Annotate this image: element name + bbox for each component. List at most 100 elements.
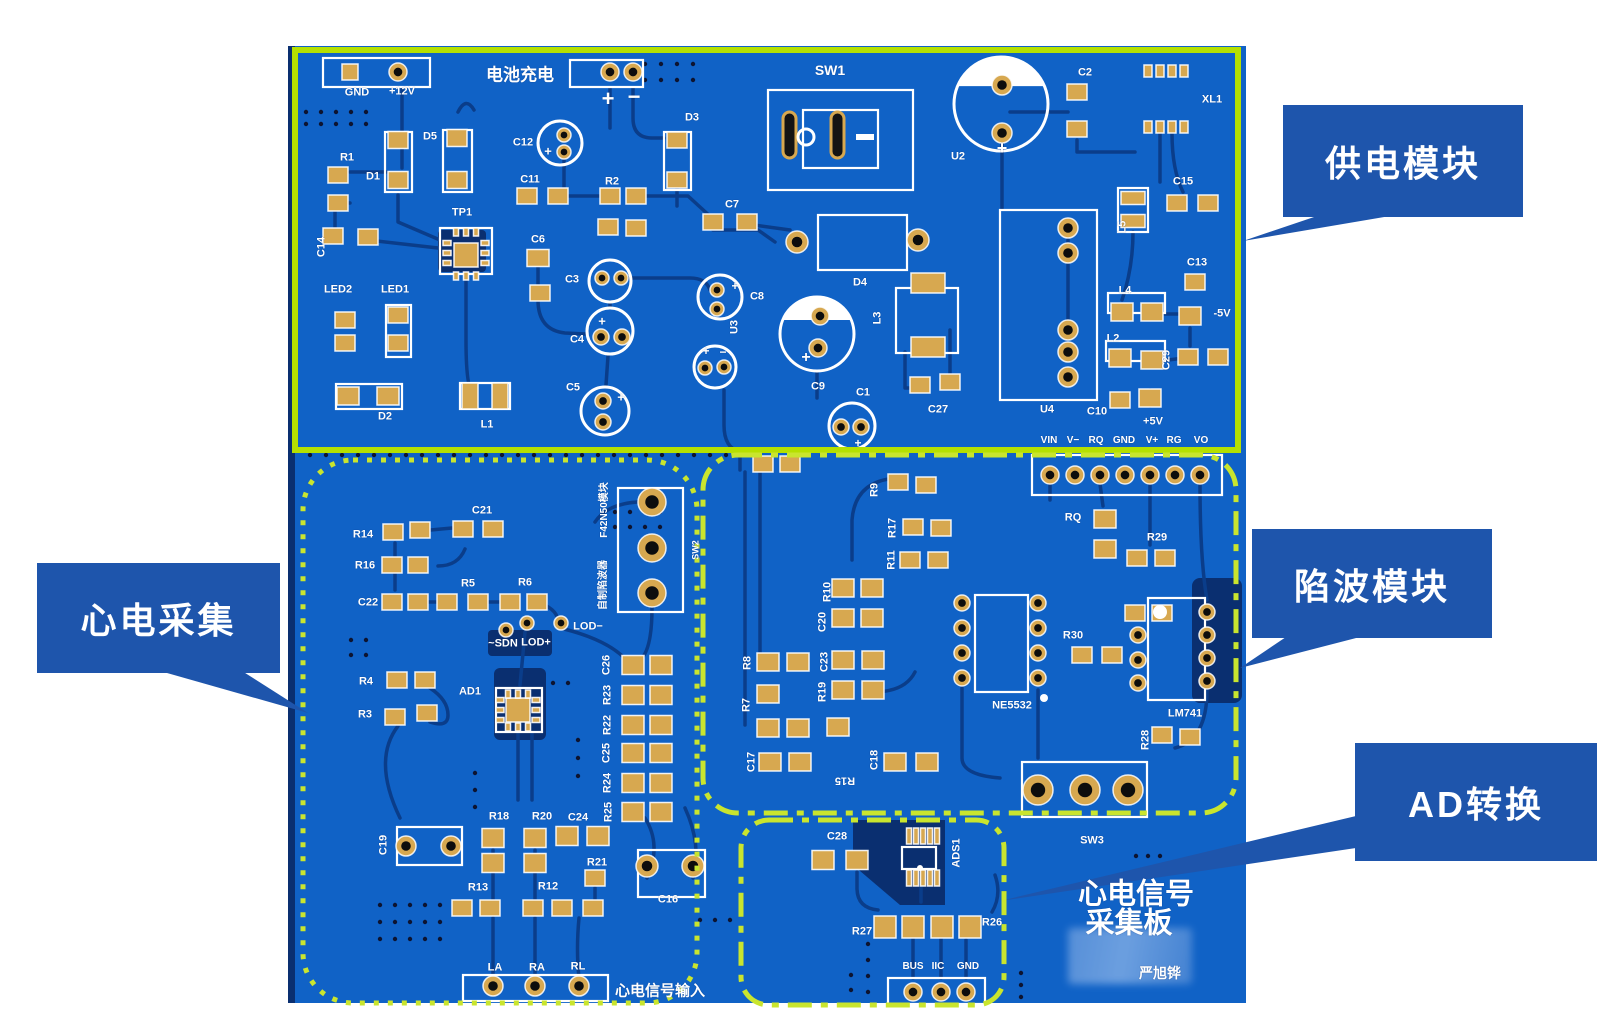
component-label: AD1 [458,685,482,698]
component-label: ADS1 [950,838,963,868]
component-label: C6 [530,233,546,246]
component-label: − [719,345,727,359]
component-label: C18 [868,749,881,771]
component-label: R17 [886,517,899,539]
component-label: + [801,349,811,366]
component-label: R5 [460,577,476,590]
component-label: D2 [377,410,393,423]
component-label: R6 [517,576,533,589]
component-label: L2 [1106,332,1120,345]
component-label: + [854,436,862,450]
component-label: C19 [377,834,390,856]
component-label: L1 [480,418,494,431]
component-label: + [996,138,1008,158]
component-label: RA [529,961,545,974]
component-label: C21 [471,504,493,517]
component-label: L5 [1116,220,1129,234]
component-label: VO [1193,435,1209,446]
component-label: R7 [740,697,753,713]
component-label: + [601,86,615,111]
component-label: ~SDN [488,637,518,650]
component-label: C17 [745,751,758,773]
component-label: C28 [826,830,848,843]
component-label: 采集板 [1085,907,1173,940]
component-label: C15 [1172,175,1194,188]
component-label: TP1 [451,206,473,219]
component-label: C5 [565,381,581,394]
component-label: +12V [389,85,415,98]
component-label: R24 [601,772,614,794]
component-label: R2 [604,175,620,188]
component-label: RG [1166,435,1182,446]
component-label: − [627,84,641,109]
component-label: D3 [684,111,700,124]
component-label: R30 [1062,629,1084,642]
component-label: U3 [728,319,741,335]
component-label: C27 [927,403,949,416]
component-label: C9 [810,380,826,393]
component-label: R9 [868,482,881,498]
component-label: GND [956,961,980,972]
component-label: R18 [488,810,510,823]
component-label: +5V [1143,415,1163,428]
component-label: 电池充电 [486,65,554,85]
component-label: C2 [1077,66,1093,79]
component-label: BUS [902,961,924,972]
component-label: LM741 [1167,707,1203,720]
component-label: + [702,344,710,358]
component-label: C7 [724,198,740,211]
component-label: R20 [531,810,553,823]
component-label: + [544,143,552,159]
component-label: RQ [1064,511,1082,524]
component-label: -5V [1213,307,1231,320]
component-label: R21 [586,856,608,869]
component-label: NE5532 [992,699,1032,712]
callout-ad-convert: AD转换 [1355,743,1597,861]
component-label: RL [570,960,586,973]
component-label: LA [487,961,503,974]
component-label: + [731,279,739,293]
component-label: C26 [600,654,613,676]
component-label: R3 [357,708,373,721]
component-label: C13 [1186,256,1208,269]
component-label: R26 [981,916,1003,929]
component-label: SW3 [1080,834,1104,847]
callout-ad-label: AD转换 [1408,784,1544,825]
component-label: C29 [1160,349,1173,371]
component-label: R10 [821,581,834,603]
callout-power-label: 供电模块 [1324,143,1481,184]
component-label: 自制陷波器 [598,560,609,610]
component-label: R14 [352,528,374,541]
component-label: R27 [851,925,873,938]
component-label: C4 [569,333,585,346]
component-label: XL1 [1201,93,1223,106]
component-label: VIN [1040,435,1058,446]
component-label: C16 [657,893,679,906]
component-label: C14 [315,236,328,258]
component-label: + [598,313,606,329]
component-label: GND [1112,435,1136,446]
callout-power-module: 供电模块 [1283,105,1523,217]
component-label: R22 [601,714,614,736]
component-label: 心电信号 [1077,878,1195,911]
component-label: R12 [537,880,559,893]
callout-notch-module: 陷波模块 [1252,529,1492,638]
component-label: R23 [601,684,614,706]
component-label: C11 [520,173,540,186]
callout-notch-label: 陷波模块 [1293,565,1450,607]
component-label: GND [344,86,370,99]
component-label: F42N50模块 [599,482,610,538]
component-label: C10 [1086,405,1108,418]
callout-ecg-label: 心电采集 [80,600,237,641]
component-label: C24 [567,811,589,824]
component-label: R19 [816,681,829,703]
component-label: R13 [467,881,489,894]
component-label: SW2 [690,540,701,560]
component-label: D5 [422,130,438,143]
component-label: R1 [339,151,355,164]
component-label: 心电信号输入 [614,982,706,1000]
component-label: V− [1066,435,1080,446]
component-label: R25 [602,801,615,823]
component-label: SW1 [814,62,846,78]
